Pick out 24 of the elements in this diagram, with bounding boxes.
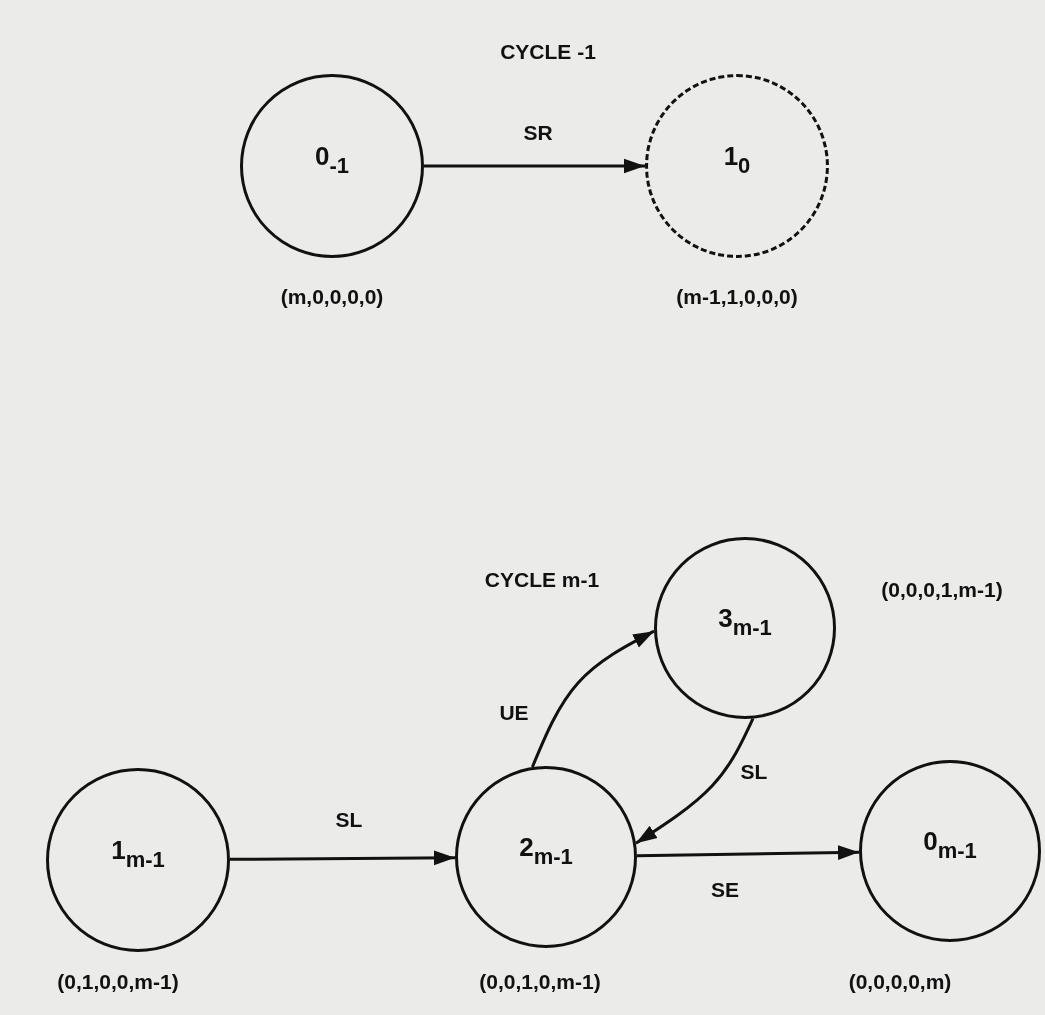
transition-arrow xyxy=(230,850,455,866)
state-vector-label: (0,0,1,0,m-1) xyxy=(479,970,601,994)
transition-arrow xyxy=(424,158,645,174)
state-vector-label: (0,1,0,0,m-1) xyxy=(57,970,179,994)
transition-arrow xyxy=(635,718,755,845)
state-circle xyxy=(859,760,1041,942)
state-vector-label: (m-1,1,0,0,0) xyxy=(676,285,798,309)
state-label: 1$_{m-1}$ xyxy=(111,835,165,873)
state-label: 0$_{-1}$ xyxy=(315,141,349,179)
state-label: 3$_{m-1}$ xyxy=(718,603,772,641)
state-circle xyxy=(654,537,836,719)
state-vector-label: (m,0,0,0,0) xyxy=(280,285,384,309)
state-circle xyxy=(240,74,424,258)
transition-arrow xyxy=(531,629,655,768)
state-vector-label: (0,0,0,0,m) xyxy=(848,970,952,994)
state-label: 1$_{0}$ xyxy=(723,141,751,179)
state-vector-label: (0,0,0,1,m-1) xyxy=(881,578,1003,602)
state-label: 0$_{m-1}$ xyxy=(923,826,977,864)
cycle-heading: CYCLE m-1 xyxy=(484,568,600,592)
state-circle xyxy=(455,766,637,948)
cycle-heading: CYCLE -1 xyxy=(500,40,596,64)
state-label: 2$_{m-1}$ xyxy=(519,832,573,870)
state-circle xyxy=(645,74,829,258)
state-circle xyxy=(46,768,230,952)
